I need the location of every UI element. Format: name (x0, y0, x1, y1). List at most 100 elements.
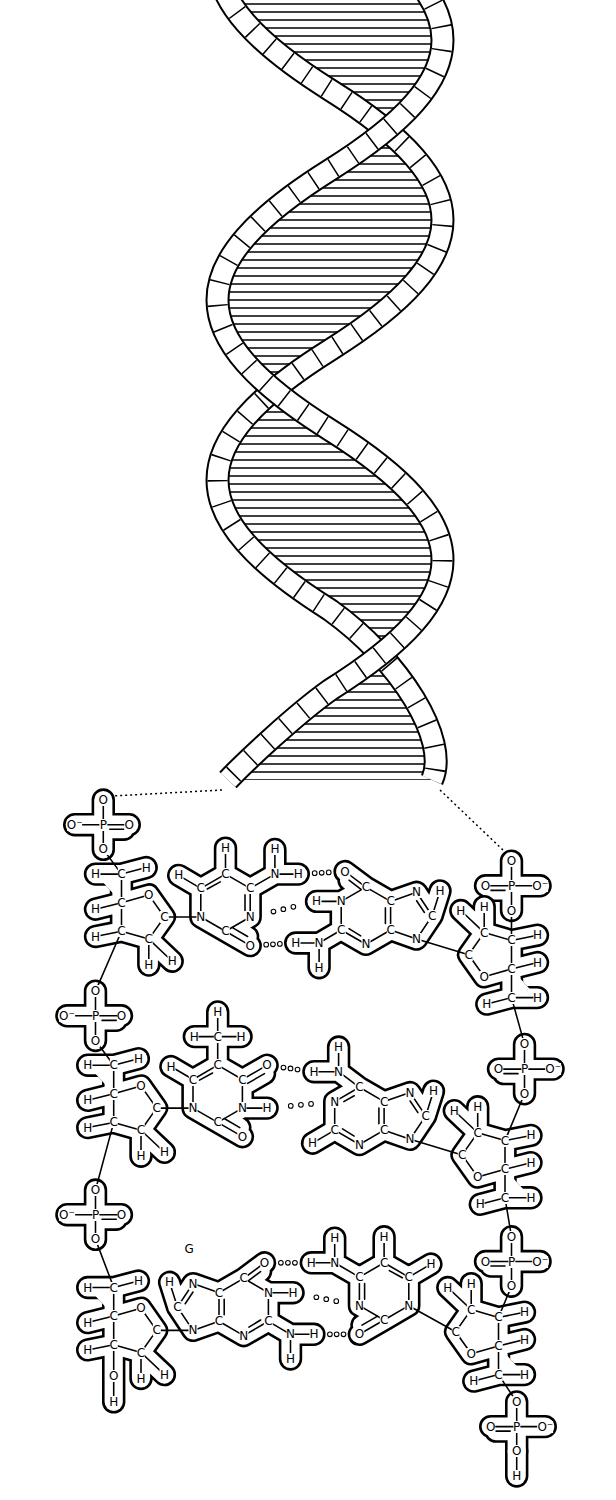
phosphate-atom: P (100, 819, 107, 831)
base-atom: N (334, 1066, 343, 1078)
sugar-atom: C (507, 992, 515, 1004)
sugar-outline (88, 1059, 165, 1157)
sugar-fill (88, 1281, 165, 1379)
base-atom: C (355, 1271, 363, 1283)
sugar-atom: C (501, 1192, 509, 1204)
base-atom: C (215, 1315, 223, 1327)
bond-lines (311, 1237, 431, 1335)
sugar-atom: C (145, 933, 153, 945)
phosphate-atom: O (494, 1063, 503, 1075)
base-atom: C (238, 1074, 246, 1086)
sugar-atom: O (479, 971, 488, 983)
phosphate-atom: O (520, 1088, 529, 1100)
base-atom: H (289, 1287, 298, 1299)
sugar-atom: O (144, 889, 153, 901)
sugar-atom: H (476, 1198, 485, 1210)
base-atom: N (406, 1087, 415, 1099)
base-atom: H (435, 885, 444, 897)
bond-lines (67, 800, 553, 1476)
sugar-atom: C (473, 1127, 481, 1139)
phosphate-atom: P (521, 1063, 528, 1075)
base-atom: N (406, 1133, 415, 1145)
phosphate-atom: O (512, 1396, 521, 1408)
base-outline (170, 1263, 314, 1359)
base-atom: O (340, 866, 349, 878)
sugar-atom: H (136, 1373, 145, 1385)
base-fill (296, 871, 440, 967)
strand-body (218, 0, 443, 780)
hydrogen-bond-dot (271, 942, 276, 947)
hydrogen-bond-dot (319, 870, 324, 875)
base-atom: H (380, 1231, 389, 1243)
bond-lines (88, 1281, 165, 1379)
hydrogen-bond-dot (293, 1260, 298, 1265)
base-atom: C (380, 1314, 388, 1326)
hydrogen-bond-dot (288, 1104, 293, 1109)
sugar-atom: H (533, 929, 542, 941)
base-atom: H (309, 1066, 318, 1078)
phosphate-atom: O (91, 1035, 100, 1047)
phosphate-atom: O (91, 1184, 100, 1196)
sugar-atom: C (109, 1310, 117, 1322)
hydrogen-bond-dot (328, 1332, 333, 1337)
strand-outline (218, 0, 443, 780)
sugar-atom: C (117, 925, 125, 937)
sugar-fill (448, 1284, 525, 1382)
sugar-outline (88, 1281, 165, 1379)
base-atom: N (189, 1278, 198, 1290)
sugar-atom: C (494, 1340, 502, 1352)
sugar-atom: H (83, 1094, 92, 1106)
phosphate-atom: O (117, 1010, 126, 1022)
sugar-atom: H (134, 1275, 143, 1287)
sugar-atom: O (136, 1302, 145, 1314)
bond-lines (448, 1284, 525, 1382)
bond-lines (67, 991, 122, 1040)
base-outline (296, 871, 440, 967)
strand-bands (218, 0, 443, 780)
bond-lines (461, 907, 538, 1005)
sugar-atom: H (520, 1369, 529, 1381)
base-fill (179, 848, 299, 946)
base-atom: C (355, 1081, 363, 1093)
phosphate-atom: O⁻ (537, 1421, 553, 1433)
hydrogen-bond-dot (334, 1332, 339, 1337)
base-atom: C (264, 1315, 272, 1327)
dotted-link (112, 790, 222, 796)
sugar-atom: C (137, 1347, 145, 1359)
sugar-atom: C (507, 963, 515, 975)
base-atom: N (264, 1287, 273, 1299)
hydrogen-bond-dot (309, 1102, 314, 1107)
phosphate-atom: O⁻ (532, 880, 548, 892)
base-fill (171, 1012, 267, 1137)
phosphate-atom: P (508, 880, 515, 892)
bond-lines (67, 1190, 122, 1239)
sugar-atom: O (466, 1348, 475, 1360)
phosphate-atom: O (507, 905, 516, 917)
phosphate-atom: O (99, 843, 108, 855)
phosphate-fill (75, 800, 130, 849)
base-atom: H (166, 1061, 175, 1073)
sugar-atom: C (109, 1339, 117, 1351)
phosphate-atom: O (520, 1038, 529, 1050)
sugar-atom: C (160, 911, 168, 923)
base-atom: H (286, 1353, 295, 1365)
base-atom: N (238, 1102, 247, 1114)
base-atom: C (421, 1110, 429, 1122)
sugar-atom: H (83, 1317, 92, 1329)
sugar-atom: H (467, 1278, 476, 1290)
sugar-atom: C (480, 927, 488, 939)
bond-lines (296, 871, 440, 967)
sugar-fill (95, 868, 172, 966)
dotted-link (112, 790, 504, 851)
sugar-atom: H (526, 1192, 535, 1204)
phosphate-atom: O (481, 880, 490, 892)
base-atom: O (262, 1059, 271, 1071)
phosphate-atom: O⁻ (532, 1256, 548, 1268)
sugar-atom: H (83, 1122, 92, 1134)
base-atom: N (270, 868, 279, 880)
sugar-fill (88, 1059, 165, 1157)
base-pair-rungs (150, 0, 470, 780)
sugar-atom: H (142, 862, 151, 874)
sugar-atom: H (520, 1306, 529, 1318)
